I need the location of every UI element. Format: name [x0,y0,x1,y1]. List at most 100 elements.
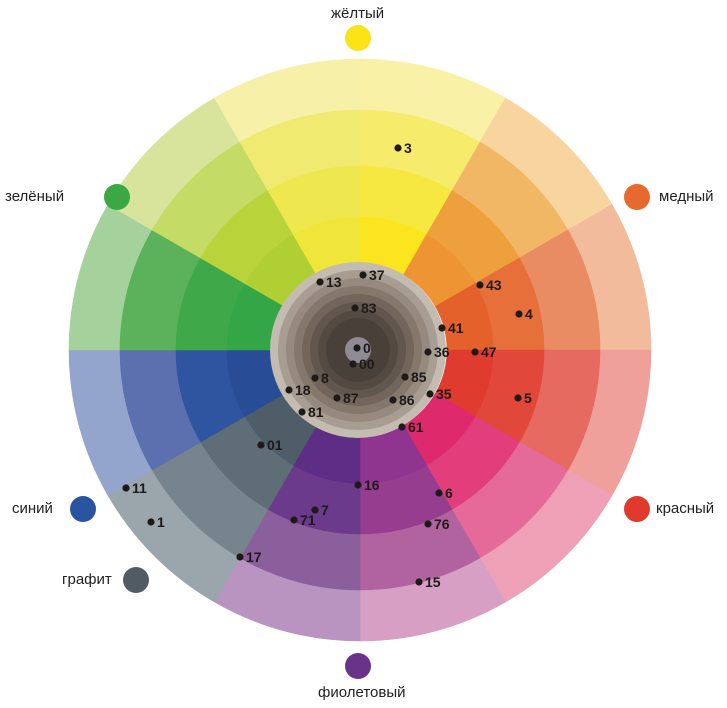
marker-label: 81 [308,404,324,420]
marker-dot [236,553,244,561]
marker-dot [424,520,432,528]
marker-dot [438,324,446,332]
color-marker: 11 [122,480,147,496]
marker-dot [311,374,319,382]
color-marker: 87 [333,390,359,406]
label-copper: медный [659,188,714,205]
marker-label: 47 [481,344,497,360]
marker-label: 18 [295,382,311,398]
color-marker: 0 [353,340,371,356]
marker-dot [435,489,443,497]
swatch-blue [70,496,96,522]
label-violet: фиолетовый [318,684,406,701]
marker-label: 36 [434,344,450,360]
label-blue: синий [12,500,53,517]
marker-label: 00 [359,356,375,372]
color-marker: 15 [415,574,441,590]
color-marker: 35 [426,386,452,402]
color-marker: 01 [257,437,283,453]
marker-dot [257,441,265,449]
marker-dot [398,423,406,431]
marker-label: 0 [363,340,371,356]
marker-label: 61 [408,419,424,435]
marker-dot [333,394,341,402]
marker-dot [353,344,361,352]
color-marker: 71 [290,512,316,528]
swatch-red [624,496,650,522]
color-marker: 18 [285,382,311,398]
color-marker: 13 [316,274,342,290]
color-marker: 47 [471,344,497,360]
color-marker: 4 [515,306,533,322]
marker-dot [476,281,484,289]
marker-dot [389,396,397,404]
marker-dot [349,360,357,368]
marker-label: 01 [267,437,283,453]
swatch-green [104,184,130,210]
marker-label: 17 [246,549,262,565]
color-marker: 43 [476,277,502,293]
label-red: красный [656,500,715,517]
marker-label: 86 [399,392,415,408]
color-marker: 83 [351,300,377,316]
color-marker: 81 [298,404,324,420]
marker-dot [316,278,324,286]
marker-dot [354,481,362,489]
color-marker: 17 [236,549,262,565]
marker-dot [311,506,319,514]
marker-dot [471,348,479,356]
color-marker: 16 [354,477,380,493]
color-marker: 8 [311,370,329,386]
marker-dot [515,310,523,318]
wheel-sectors [68,58,652,642]
marker-dot [401,373,409,381]
marker-label: 71 [300,512,316,528]
color-marker: 36 [424,344,450,360]
color-marker: 41 [438,320,464,336]
swatch-graphite [123,567,149,593]
marker-label: 13 [326,274,342,290]
marker-dot [290,516,298,524]
color-marker: 76 [424,516,450,532]
marker-dot [415,578,423,586]
marker-label: 1 [157,514,165,530]
marker-label: 15 [425,574,441,590]
marker-label: 8 [321,370,329,386]
color-marker: 86 [389,392,415,408]
marker-label: 83 [361,300,377,316]
marker-label: 7 [321,502,329,518]
color-marker: 6 [435,485,453,501]
marker-label: 41 [448,320,464,336]
color-marker: 37 [359,267,385,283]
marker-dot [147,518,155,526]
marker-label: 6 [445,485,453,501]
color-marker: 7 [311,502,329,518]
marker-dot [514,394,522,402]
marker-dot [122,484,130,492]
marker-dot [426,390,434,398]
marker-label: 35 [436,386,452,402]
color-marker: 5 [514,390,532,406]
marker-dot [394,144,402,152]
marker-dot [285,386,293,394]
marker-label: 85 [411,369,427,385]
marker-label: 3 [404,140,412,156]
marker-label: 43 [486,277,502,293]
label-yellow: жёлтый [331,5,385,22]
marker-label: 11 [132,480,147,496]
color-marker: 85 [401,369,427,385]
label-green: зелёный [5,188,65,205]
color-marker: 00 [349,356,375,372]
marker-label: 5 [524,390,532,406]
marker-label: 87 [343,390,359,406]
color-marker: 61 [398,419,424,435]
swatch-violet [345,653,371,679]
color-marker: 3 [394,140,412,156]
marker-dot [359,271,367,279]
marker-label: 37 [369,267,385,283]
marker-dot [424,348,432,356]
marker-label: 4 [525,306,533,322]
swatch-yellow [345,25,371,51]
swatch-copper [624,184,650,210]
